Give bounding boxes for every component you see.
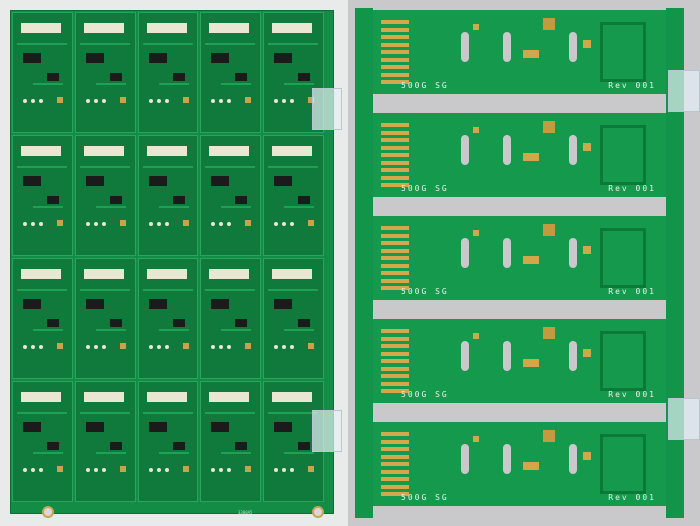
antenna-trace [600,228,646,288]
pcb-cell [74,258,136,379]
pcb-board: 500G SG Rev 001 [373,319,666,403]
rev-label: Rev 001 [608,493,656,502]
edge-connector [381,226,409,290]
pcb-cell [200,381,262,502]
edge-connector [381,329,409,393]
pcb-board: 500G SG Rev 001 [373,422,666,506]
pcb-cell [200,12,262,133]
pcb-cell [74,381,136,502]
pcb-cell [137,381,199,502]
pcb-cell [263,258,324,379]
pcb-cell [200,135,262,256]
model-label: 500G SG [401,390,449,399]
edge-connector [381,432,409,496]
model-label: 500G SG [401,81,449,90]
right-panel-rail-right [666,8,684,518]
panel-clip [312,88,342,130]
rev-label: Rev 001 [608,184,656,193]
antenna-trace [600,22,646,82]
mounting-hole [312,506,324,518]
pcb-board: 500G SG Rev 001 [373,216,666,300]
panel-clip [668,398,700,440]
pcb-cell [74,135,136,256]
panel-clip [312,410,342,452]
pcb-cell [263,135,324,256]
pcb-board: 500G SG Rev 001 [373,10,666,94]
edge-connector [381,20,409,84]
pcb-cell [74,12,136,133]
pcb-board: 500G SG Rev 001 [373,113,666,197]
rev-label: Rev 001 [608,81,656,90]
pcb-cell [137,258,199,379]
rev-label: Rev 001 [608,390,656,399]
model-label: 500G SG [401,493,449,502]
pcb-cell [137,12,199,133]
pcb-cell [12,135,73,256]
panel-label: 3300A5 [238,510,253,515]
antenna-trace [600,434,646,494]
pcb-cell [12,381,73,502]
mounting-hole [42,506,54,518]
rev-label: Rev 001 [608,287,656,296]
pcb-cell [200,258,262,379]
pcb-cell [12,258,73,379]
pcb-cell [137,135,199,256]
pcb-cell [12,12,73,133]
right-panel-rail-left [355,8,373,518]
antenna-trace [600,125,646,185]
model-label: 500G SG [401,287,449,296]
model-label: 500G SG [401,184,449,193]
panel-clip [668,70,700,112]
edge-connector [381,123,409,187]
left-pcb-grid [12,12,324,502]
antenna-trace [600,331,646,391]
